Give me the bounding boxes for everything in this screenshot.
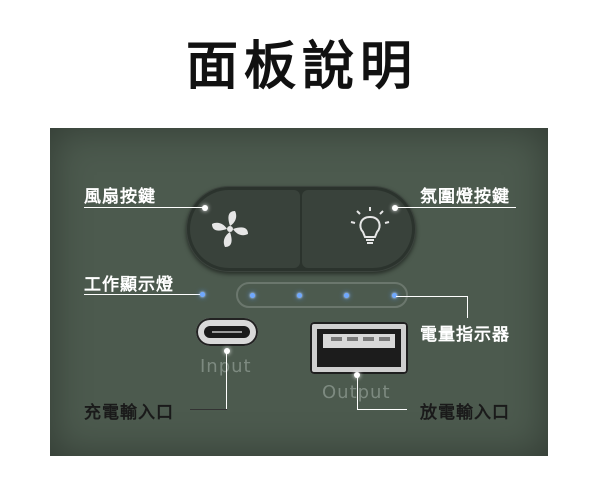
- button-group: [186, 186, 416, 272]
- usb-c-port: [196, 318, 258, 346]
- fan-label-dot: [202, 205, 208, 211]
- work-indicator-led: [200, 292, 205, 297]
- battery-indicator-label: 電量指示器: [420, 325, 510, 345]
- discharge-output-label: 放電輸入口: [420, 403, 510, 423]
- battery-led-1: [250, 293, 255, 298]
- battery-line-h: [396, 296, 468, 297]
- light-button[interactable]: [302, 190, 412, 268]
- work-indicator-label: 工作顯示燈: [84, 275, 174, 295]
- battery-line-v: [467, 296, 468, 318]
- fan-button[interactable]: [190, 190, 300, 268]
- light-label-dot: [392, 205, 398, 211]
- usb-a-pin: [347, 337, 358, 341]
- page-title: 面板說明: [185, 36, 418, 97]
- usb-a-slot: [317, 329, 401, 367]
- usb-a-pin: [331, 337, 342, 341]
- output-line-h: [357, 409, 407, 410]
- input-dot: [224, 348, 230, 354]
- output-line-v: [357, 376, 358, 410]
- battery-led-track: [236, 282, 408, 308]
- light-label-line: [396, 207, 516, 208]
- light-bulb-icon: [350, 207, 390, 244]
- battery-led-4: [392, 293, 397, 298]
- output-dot: [354, 372, 360, 378]
- usb-a-pin: [363, 337, 374, 341]
- input-line-h: [190, 409, 227, 410]
- battery-led-2: [297, 293, 302, 298]
- charge-input-label: 充電輸入口: [84, 403, 174, 423]
- output-port-text: Output: [322, 382, 391, 403]
- fan-icon: [212, 211, 248, 247]
- input-line-v: [226, 352, 227, 410]
- usb-a-pin: [379, 337, 390, 341]
- input-port-text: Input: [200, 356, 252, 377]
- battery-led-3: [344, 293, 349, 298]
- fan-label-line: [84, 207, 204, 208]
- usb-c-pins: [212, 331, 242, 333]
- usb-a-port: [310, 322, 408, 374]
- device-panel: [50, 128, 548, 456]
- work-indicator-line: [84, 294, 200, 295]
- usb-a-tongue: [323, 334, 395, 348]
- fan-button-label: 風扇按鍵: [84, 187, 156, 207]
- usb-c-slot: [204, 326, 250, 338]
- light-button-label: 氛圍燈按鍵: [420, 187, 510, 207]
